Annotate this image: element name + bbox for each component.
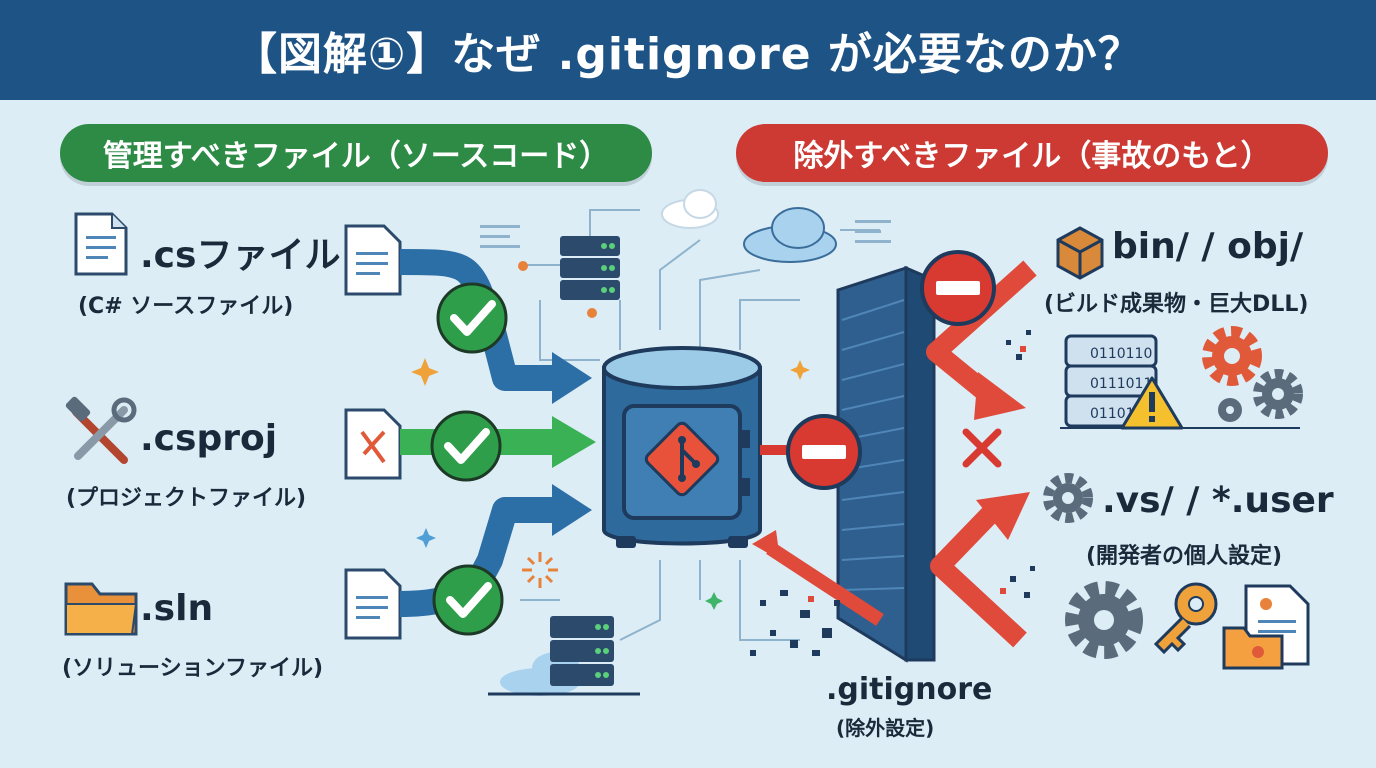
gear-icon bbox=[1253, 369, 1303, 419]
debris-fragments bbox=[750, 330, 1035, 656]
gitignore-wall bbox=[836, 265, 936, 663]
binary-server-icon: 0110110 0111011 01101 bbox=[1064, 334, 1158, 428]
gitignore-label: .gitignore bbox=[826, 672, 993, 707]
managed-file-desc: (プロジェクトファイル) bbox=[66, 486, 307, 511]
git-logo-icon bbox=[644, 421, 720, 497]
sparkle-icon bbox=[416, 528, 436, 548]
gitignore-sublabel: (除外設定) bbox=[836, 716, 935, 740]
key-icon bbox=[1153, 582, 1218, 655]
blocked-arrow-left bbox=[752, 530, 884, 626]
check-icon bbox=[432, 564, 504, 636]
settings-gear-icon bbox=[1043, 473, 1093, 523]
block-connector bbox=[760, 445, 796, 455]
binary-line: 0111011 bbox=[1090, 376, 1152, 392]
sparkle-icon bbox=[705, 592, 723, 610]
signal-dashes bbox=[480, 220, 891, 248]
cross-icon bbox=[962, 428, 1002, 468]
cloud-icon bbox=[743, 207, 837, 263]
tools-icon bbox=[65, 396, 137, 464]
gear-icon bbox=[1202, 326, 1262, 386]
folder-icon bbox=[64, 582, 138, 636]
network-lines bbox=[520, 209, 880, 641]
page-title: 【図解①】なぜ .gitignore が必要なのか？ bbox=[0, 0, 1376, 100]
excluded-file-desc: (開発者の個人設定) bbox=[1086, 544, 1283, 569]
gear-icon bbox=[1065, 581, 1143, 659]
server-icon bbox=[550, 616, 614, 686]
document-icon bbox=[344, 224, 402, 296]
check-icon bbox=[436, 282, 508, 354]
gear-icon bbox=[1218, 398, 1242, 422]
node-dot bbox=[518, 261, 528, 271]
cloud-icon bbox=[661, 189, 719, 229]
document-icon bbox=[344, 568, 402, 640]
managed-file-desc: (C# ソースファイル) bbox=[78, 294, 294, 319]
no-entry-icon bbox=[920, 250, 996, 326]
server-icon bbox=[560, 236, 620, 300]
managed-file-desc: (ソリューションファイル) bbox=[62, 656, 324, 681]
package-box-icon bbox=[1056, 226, 1104, 280]
excluded-files-heading: 除外すべきファイル（事故のもと） bbox=[736, 124, 1328, 182]
check-icon bbox=[430, 410, 502, 482]
sparkle-icon bbox=[411, 358, 810, 386]
no-entry-icon bbox=[786, 414, 862, 490]
excluded-file-desc: (ビルド成果物・巨大DLL) bbox=[1044, 292, 1309, 317]
managed-file-name: .sln bbox=[140, 588, 214, 629]
excluded-file-name: .vs/ / *.user bbox=[1102, 480, 1334, 521]
binary-line: 0110110 bbox=[1090, 346, 1152, 362]
managed-files-heading: 管理すべきファイル（ソースコード） bbox=[60, 124, 652, 182]
bounce-arrow-bottom bbox=[930, 492, 1030, 648]
bounce-arrow-top bbox=[926, 260, 1037, 420]
project-file-icon bbox=[344, 408, 402, 480]
sparkle-burst-icon bbox=[522, 552, 558, 588]
excluded-file-name: bin/ / obj/ bbox=[1112, 226, 1304, 267]
cs-file-icon bbox=[74, 212, 128, 276]
managed-file-name: .csファイル bbox=[140, 235, 341, 276]
managed-file-name: .csproj bbox=[140, 418, 278, 459]
binary-line: 01101 bbox=[1090, 406, 1135, 422]
debris-fragments-red bbox=[808, 346, 1026, 602]
folder-icon bbox=[1222, 626, 1284, 670]
node-dot bbox=[587, 308, 597, 318]
